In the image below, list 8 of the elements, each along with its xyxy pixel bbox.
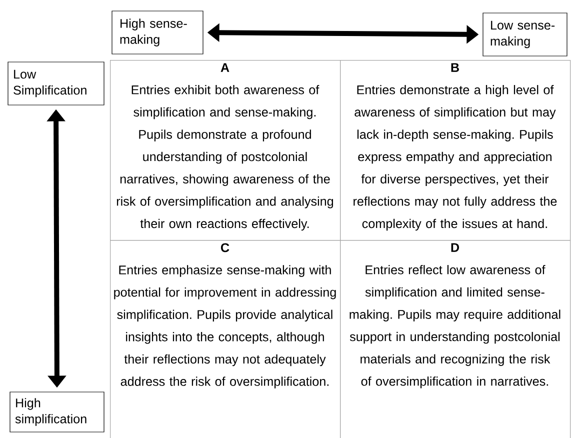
axis-label-box: Low Simplification xyxy=(8,62,104,106)
axis-label-box: High sense-making xyxy=(112,10,204,54)
axis-label-box: High simplification xyxy=(10,392,104,432)
quadrant-cell: A Entries exhibit both awareness of simplification and sense-making. Pupils demonstrate a profound understanding of postcolonial narratives, showing awareness of the risk of oversimplification and analysing their own reactions effectively. xyxy=(110,60,341,241)
quadrant-cell: B Entries demonstrate a high level of awareness of simplification but may lack in-depth sense-making. Pupils express empathy and appreciation for diverse perspectives, yet their reflections may not fully address the complexity of the issues at hand. xyxy=(340,60,571,241)
quadrant-cell: D Entries reflect low awareness of simplification and limited sense-making. Pupils may require additional support in understanding postcolonial materials and recognizing the risk of oversimplification in narratives. xyxy=(340,240,571,438)
axis-label-box: Low sense-making xyxy=(482,12,568,56)
quadrant-cell: C Entries emphasize sense-making with potential for improvement in addressing simplification. Pupils provide analytical insights into the concepts, although their reflections may not adequately address the risk of oversimplification. xyxy=(110,240,341,438)
